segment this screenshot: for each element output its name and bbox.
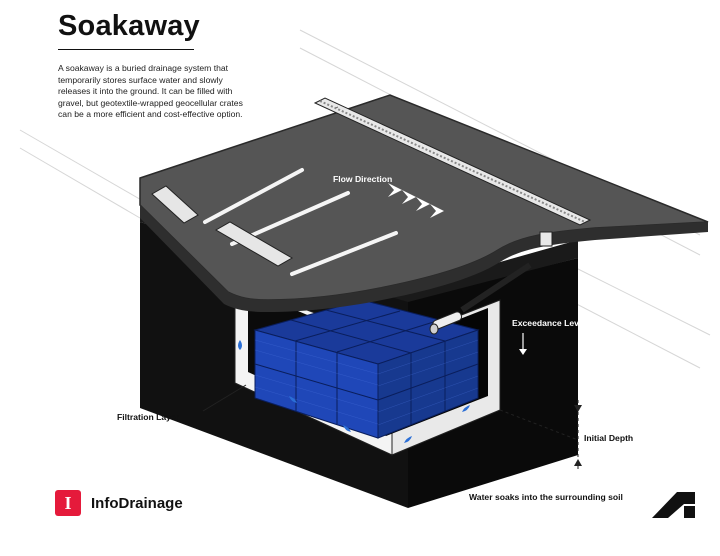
initial-depth-dimension <box>499 400 582 470</box>
water-drop-icon <box>462 405 470 412</box>
page-title: Soakaway <box>58 10 200 42</box>
kerb-stones <box>151 185 294 267</box>
road-surface <box>139 94 709 312</box>
title-underline <box>58 49 194 50</box>
water-soaks-label: Water soaks into the surrounding soil <box>469 492 623 502</box>
chevron-right-icon <box>416 197 430 211</box>
chevron-right-icon <box>402 190 416 204</box>
filtration-leader <box>202 384 247 412</box>
arrow-down-icon <box>574 405 582 412</box>
arrow-up-icon <box>574 459 582 466</box>
water-drop-icon <box>404 436 412 443</box>
outlet-box <box>539 231 553 247</box>
exceedance-level-label: Exceedance Level <box>512 318 587 328</box>
water-drop-icon <box>289 396 297 403</box>
water-drop-icons <box>238 340 470 443</box>
autodesk-logo <box>652 492 695 518</box>
brand-logo: I InfoDrainage <box>55 490 183 516</box>
infodrainage-logo: I <box>55 490 81 516</box>
initial-depth-label: Initial Depth <box>584 433 634 443</box>
exceedance-arrow-icon <box>519 333 527 355</box>
description-text: A soakaway is a buried drainage system t… <box>58 63 243 120</box>
chevron-right-icon <box>430 204 444 218</box>
flow-chevrons <box>388 183 444 218</box>
water-drop-icon <box>343 425 351 432</box>
geocellular-crates <box>253 299 480 439</box>
inlet-pipe <box>429 262 532 335</box>
filtration-layer-label: Filtration Layer <box>117 412 180 422</box>
flow-direction-label: Flow Direction <box>333 174 393 184</box>
water-drop-icon <box>238 340 242 350</box>
chevron-right-icon <box>388 183 402 197</box>
brand-name: InfoDrainage <box>91 494 183 512</box>
drainage-channel <box>313 97 592 226</box>
